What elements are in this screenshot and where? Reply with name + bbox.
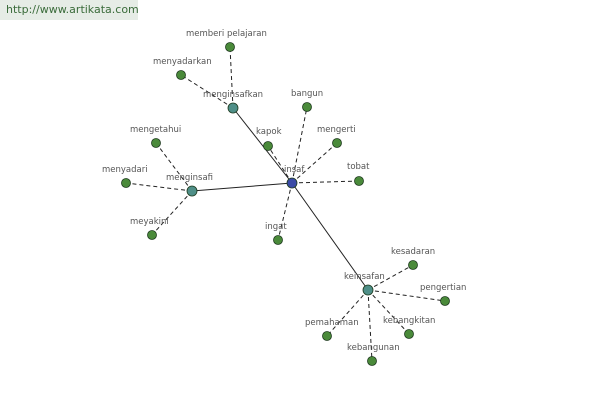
- node-label-kebangkitan: kebangkitan: [383, 316, 435, 326]
- edge-menginsafi-meyakini: [151, 190, 193, 236]
- node-keinsafan[interactable]: keinsafan: [344, 272, 385, 296]
- node-tobat[interactable]: tobat: [347, 162, 370, 186]
- node-dot-meyakini[interactable]: [147, 230, 157, 240]
- node-label-keinsafan: keinsafan: [344, 272, 385, 282]
- node-memberi-pelajaran[interactable]: memberi pelajaran: [186, 29, 267, 52]
- node-dot-pemahaman[interactable]: [322, 331, 332, 341]
- node-menginsafkan[interactable]: menginsafkan: [203, 90, 263, 114]
- node-label-mengetahui: mengetahui: [130, 125, 181, 135]
- node-label-insaf: insaf: [284, 165, 305, 175]
- node-dot-kapok[interactable]: [263, 141, 273, 151]
- node-dot-mengerti[interactable]: [332, 138, 342, 148]
- edge-keinsafan-pemahaman: [326, 289, 369, 337]
- edge-menginsafkan-memberi-pelajaran: [229, 46, 234, 109]
- node-kebangkitan[interactable]: kebangkitan: [383, 316, 435, 339]
- node-label-menginsafi: menginsafi: [166, 173, 213, 183]
- node-kapok[interactable]: kapok: [256, 127, 282, 151]
- edge-insaf-bangun: [291, 106, 308, 184]
- edge-keinsafan-kebangkitan: [367, 289, 410, 335]
- edge-menginsafi-mengetahui: [155, 142, 193, 192]
- edge-keinsafan-kebangunan: [367, 289, 373, 362]
- node-dot-menginsafi[interactable]: [186, 185, 198, 197]
- node-label-kesadaran: kesadaran: [391, 247, 435, 257]
- node-pemahaman[interactable]: pemahaman: [305, 318, 359, 341]
- node-label-tobat: tobat: [347, 162, 370, 172]
- edge-keinsafan-kesadaran: [367, 264, 414, 291]
- edge-insaf-ingat: [277, 182, 293, 241]
- node-label-pemahaman: pemahaman: [305, 318, 359, 328]
- edges-layer: [125, 46, 446, 362]
- node-label-menyadarkan: menyadarkan: [153, 57, 212, 67]
- edge-insaf-menginsafi: [191, 182, 293, 192]
- node-label-kebangunan: kebangunan: [347, 343, 400, 353]
- node-dot-kesadaran[interactable]: [408, 260, 418, 270]
- node-insaf[interactable]: insaf: [284, 165, 305, 189]
- node-dot-ingat[interactable]: [273, 235, 283, 245]
- node-dot-mengetahui[interactable]: [151, 138, 161, 148]
- node-label-mengerti: mengerti: [317, 125, 356, 135]
- node-dot-tobat[interactable]: [354, 176, 364, 186]
- node-kebangunan[interactable]: kebangunan: [347, 343, 400, 366]
- node-mengetahui[interactable]: mengetahui: [130, 125, 181, 148]
- node-menyadarkan[interactable]: menyadarkan: [153, 57, 212, 80]
- node-label-menyadari: menyadari: [102, 165, 148, 175]
- node-dot-bangun[interactable]: [302, 102, 312, 112]
- node-bangun[interactable]: bangun: [291, 89, 323, 112]
- edge-menginsafi-menyadari: [125, 182, 193, 192]
- node-meyakini[interactable]: meyakini: [130, 217, 169, 240]
- node-label-pengertian: pengertian: [420, 283, 466, 293]
- node-dot-menginsafkan[interactable]: [227, 102, 239, 114]
- node-label-kapok: kapok: [256, 127, 282, 137]
- node-dot-menyadarkan[interactable]: [176, 70, 186, 80]
- edge-insaf-mengerti: [291, 142, 338, 184]
- edge-insaf-tobat: [291, 180, 360, 184]
- node-dot-pengertian[interactable]: [440, 296, 450, 306]
- node-dot-insaf[interactable]: [286, 177, 298, 189]
- edge-keinsafan-pengertian: [367, 289, 446, 302]
- node-ingat[interactable]: ingat: [265, 222, 287, 245]
- edge-insaf-keinsafan: [291, 182, 369, 291]
- node-kesadaran[interactable]: kesadaran: [391, 247, 435, 270]
- node-menyadari[interactable]: menyadari: [102, 165, 148, 188]
- edge-insaf-menginsafkan: [232, 107, 293, 184]
- watermark-url: http://www.artikata.com: [0, 0, 139, 20]
- edge-menginsafkan-menyadarkan: [180, 74, 234, 109]
- node-pengertian[interactable]: pengertian: [420, 283, 466, 306]
- node-label-menginsafkan: menginsafkan: [203, 90, 263, 100]
- node-label-bangun: bangun: [291, 89, 323, 99]
- node-label-ingat: ingat: [265, 222, 287, 232]
- nodes-layer: insaf menginsafkan menginsafi keinsafan memb…: [102, 29, 466, 366]
- node-label-meyakini: meyakini: [130, 217, 169, 227]
- node-label-memberi-pelajaran: memberi pelajaran: [186, 29, 267, 39]
- edge-insaf-kapok: [267, 145, 293, 184]
- node-dot-menyadari[interactable]: [121, 178, 131, 188]
- node-dot-kebangunan[interactable]: [367, 356, 377, 366]
- node-mengerti[interactable]: mengerti: [317, 125, 356, 148]
- node-menginsafi[interactable]: menginsafi: [166, 173, 213, 197]
- node-dot-kebangkitan[interactable]: [404, 329, 414, 339]
- node-dot-keinsafan[interactable]: [362, 284, 374, 296]
- node-dot-memberi-pelajaran[interactable]: [225, 42, 235, 52]
